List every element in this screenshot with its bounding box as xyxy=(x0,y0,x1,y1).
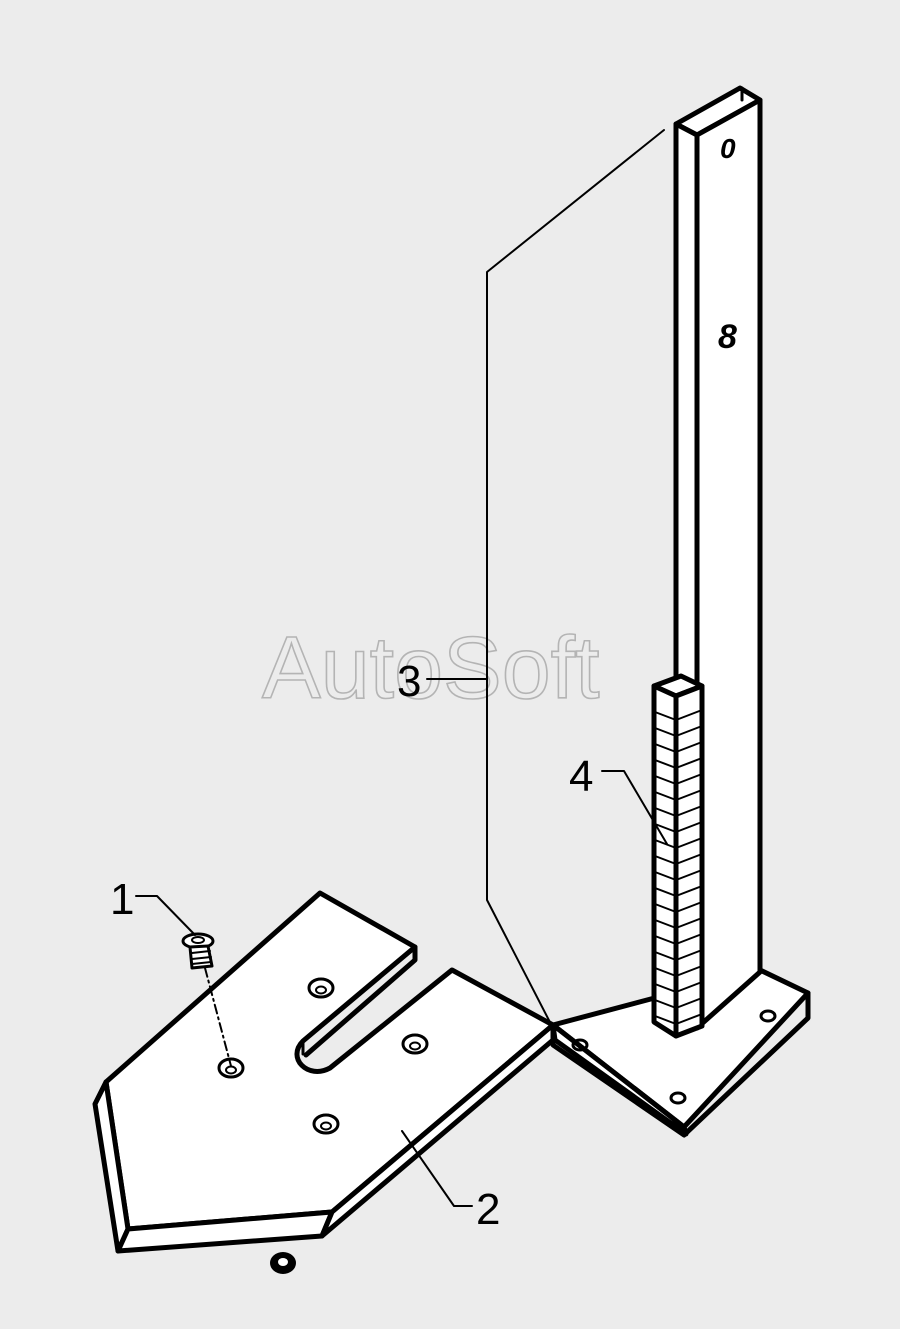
plate-hole-2 xyxy=(401,1033,429,1055)
callout-1: 1 xyxy=(110,875,196,936)
base-hole-left xyxy=(571,1038,589,1052)
plate-hole-4 xyxy=(312,1113,340,1135)
base-hole-bottom xyxy=(669,1091,687,1105)
post-mark-top: 0 xyxy=(720,133,736,164)
part-4-strip xyxy=(651,673,705,1039)
callout-label-2: 2 xyxy=(476,1185,500,1234)
base-hole-right xyxy=(759,1009,777,1023)
part-2-plate xyxy=(92,890,556,1254)
callout-label-1: 1 xyxy=(110,875,134,924)
strip-hatch xyxy=(654,709,703,1025)
post-mark-middle: 8 xyxy=(718,318,737,356)
callout-4: 4 xyxy=(569,752,668,845)
part-3-outline xyxy=(486,129,665,1031)
nut xyxy=(270,1252,296,1274)
watermark: AutoSoft xyxy=(262,618,600,717)
part-1-screw xyxy=(181,932,232,1067)
callout-label-4: 4 xyxy=(569,752,593,801)
callout-3: 3 xyxy=(397,657,488,706)
callout-label-3: 3 xyxy=(397,657,421,706)
callout-2: 2 xyxy=(401,1130,500,1234)
plate-hole-1 xyxy=(307,977,335,999)
